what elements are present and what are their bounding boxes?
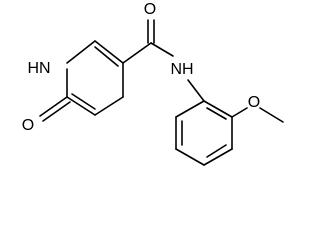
bond-ph6-ph1	[175, 100, 205, 118]
bond-methoxy-o-ch3	[259, 107, 284, 123]
bond-c6-c1-inner	[71, 93, 96, 110]
methoxy-oxygen-label: O	[248, 94, 260, 111]
amide-nh-label: NH	[170, 61, 193, 78]
pyridone-oxygen-label: O	[22, 117, 34, 134]
bond-c5-c6	[94, 96, 124, 116]
carbonyl-oxygen-label: O	[144, 1, 156, 18]
bond-ring-carbonyl	[122, 42, 152, 64]
bond-carbonyl-n	[150, 42, 174, 57]
ring-nh-label: HN	[27, 60, 50, 77]
bond-ph-inner-1	[206, 107, 227, 120]
bond-c6-c1	[66, 96, 96, 116]
chemical-structure-diagram: O NH HN O O	[21, 1, 284, 166]
bond-c1-o-double	[42, 101, 71, 122]
bond-c2-n	[66, 40, 96, 64]
bond-c1-o	[39, 96, 68, 117]
bond-n-phenyl	[187, 79, 205, 102]
bond-ph4-ph5	[175, 148, 205, 166]
bond-c3a-c4	[94, 40, 124, 64]
molecule-structure: O NH HN O O	[22, 1, 284, 166]
bond-ph-inner-2	[206, 144, 227, 158]
bond-ph-methoxy-o	[231, 107, 248, 118]
bond-ph1-ph2	[203, 100, 233, 118]
bonds	[39, 19, 284, 166]
bond-c3a-c4-inner	[94, 46, 119, 67]
bond-ph3-ph4	[203, 148, 233, 166]
atom-labels: O NH HN O O	[22, 1, 260, 134]
